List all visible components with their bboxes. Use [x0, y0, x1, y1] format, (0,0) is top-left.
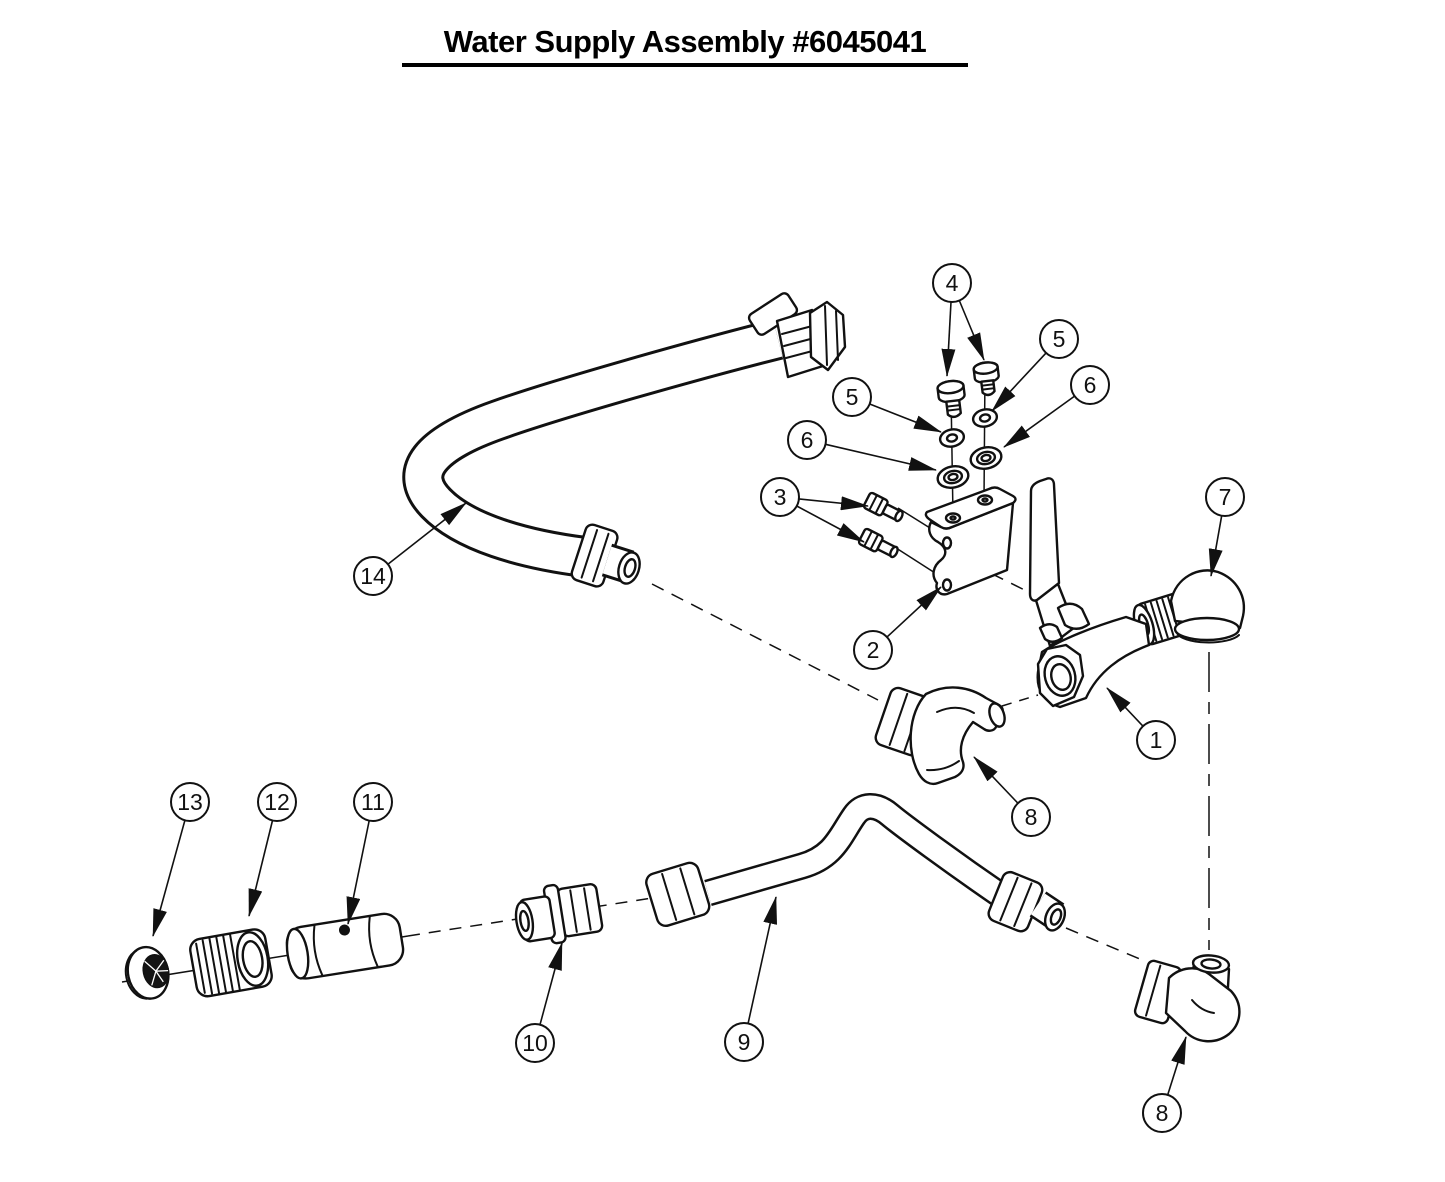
leader-line	[886, 586, 942, 638]
callout-label: 7	[1219, 484, 1232, 510]
part-5-washer	[938, 428, 966, 448]
leader-line	[1003, 395, 1076, 448]
callout-bubble-6	[787, 420, 827, 460]
leader-line	[798, 496, 869, 511]
part-5-washer	[971, 408, 999, 428]
part-11-inline-body	[285, 912, 405, 980]
callout-label: 1	[1150, 727, 1163, 753]
leader-line	[958, 300, 985, 361]
callout-label: 12	[264, 789, 290, 815]
callout-label: 5	[846, 384, 859, 410]
parts-layer	[124, 292, 1246, 1043]
part-2-bracket	[924, 486, 1017, 596]
leader-line	[825, 443, 937, 471]
leader-line	[747, 896, 778, 1024]
hose-clamp	[747, 292, 847, 379]
part-4-bolt	[972, 361, 1000, 397]
callout-bubble-13	[170, 782, 210, 822]
leader-line	[1106, 687, 1144, 727]
callout-bubble-6	[1070, 365, 1110, 405]
leader-line	[387, 502, 467, 565]
part-1-valve	[1028, 477, 1151, 709]
leader-line	[346, 820, 370, 925]
callout-bubble-10	[515, 1023, 555, 1063]
callout-label: 13	[177, 789, 203, 815]
callout-label: 6	[801, 427, 814, 453]
callout-bubble-11	[353, 782, 393, 822]
leader-line	[248, 820, 274, 917]
part-3-fitting	[862, 491, 904, 523]
leader-line	[869, 403, 942, 433]
part-3-fitting	[857, 527, 899, 559]
part-6-washer	[969, 446, 1003, 470]
callout-bubble-1	[1136, 720, 1176, 760]
leader-line	[796, 505, 865, 543]
leader-line	[973, 756, 1019, 804]
callout-label: 5	[1053, 326, 1066, 352]
leader-line	[941, 301, 956, 377]
callout-label: 14	[360, 563, 386, 589]
callout-label: 2	[867, 637, 880, 663]
callout-label: 9	[738, 1029, 751, 1055]
part-14-hose	[402, 292, 847, 588]
callout-bubble-4	[932, 263, 972, 303]
part-6-washer	[936, 465, 970, 489]
part-8-elbow-bottom	[1133, 954, 1241, 1043]
part-12-nut	[189, 928, 273, 998]
callout-label: 8	[1156, 1100, 1169, 1126]
part-13-screen-washer	[124, 945, 170, 1000]
leader-line	[991, 352, 1047, 412]
part-10-fitting	[514, 883, 604, 945]
callout-bubble-3	[760, 477, 800, 517]
callout-label: 8	[1025, 804, 1038, 830]
callout-label: 4	[946, 270, 959, 296]
leader-line	[539, 942, 563, 1025]
part-4-bolt	[936, 379, 966, 419]
hose-end-fitting	[570, 523, 641, 588]
callout-label: 11	[361, 789, 385, 815]
part-8-elbow-mid	[874, 686, 1006, 786]
callout-bubble-7	[1205, 477, 1245, 517]
leader-line	[1166, 1036, 1187, 1096]
callout-bubble-8	[1011, 797, 1051, 837]
callout-bubble-5	[832, 377, 872, 417]
callout-label: 3	[774, 484, 787, 510]
part-9-tube	[645, 793, 1067, 933]
callout-label: 10	[522, 1030, 548, 1056]
callout-bubble-8	[1142, 1093, 1182, 1133]
callout-label: 6	[1084, 372, 1097, 398]
callout-bubble-5	[1039, 319, 1079, 359]
callout-bubble-12	[257, 782, 297, 822]
callout-bubble-2	[853, 630, 893, 670]
page-title: Water Supply Assembly #6045041	[402, 24, 968, 67]
callout-bubble-14	[353, 556, 393, 596]
leader-line	[152, 820, 186, 937]
leader-line	[1208, 515, 1223, 577]
callout-bubble-9	[724, 1022, 764, 1062]
